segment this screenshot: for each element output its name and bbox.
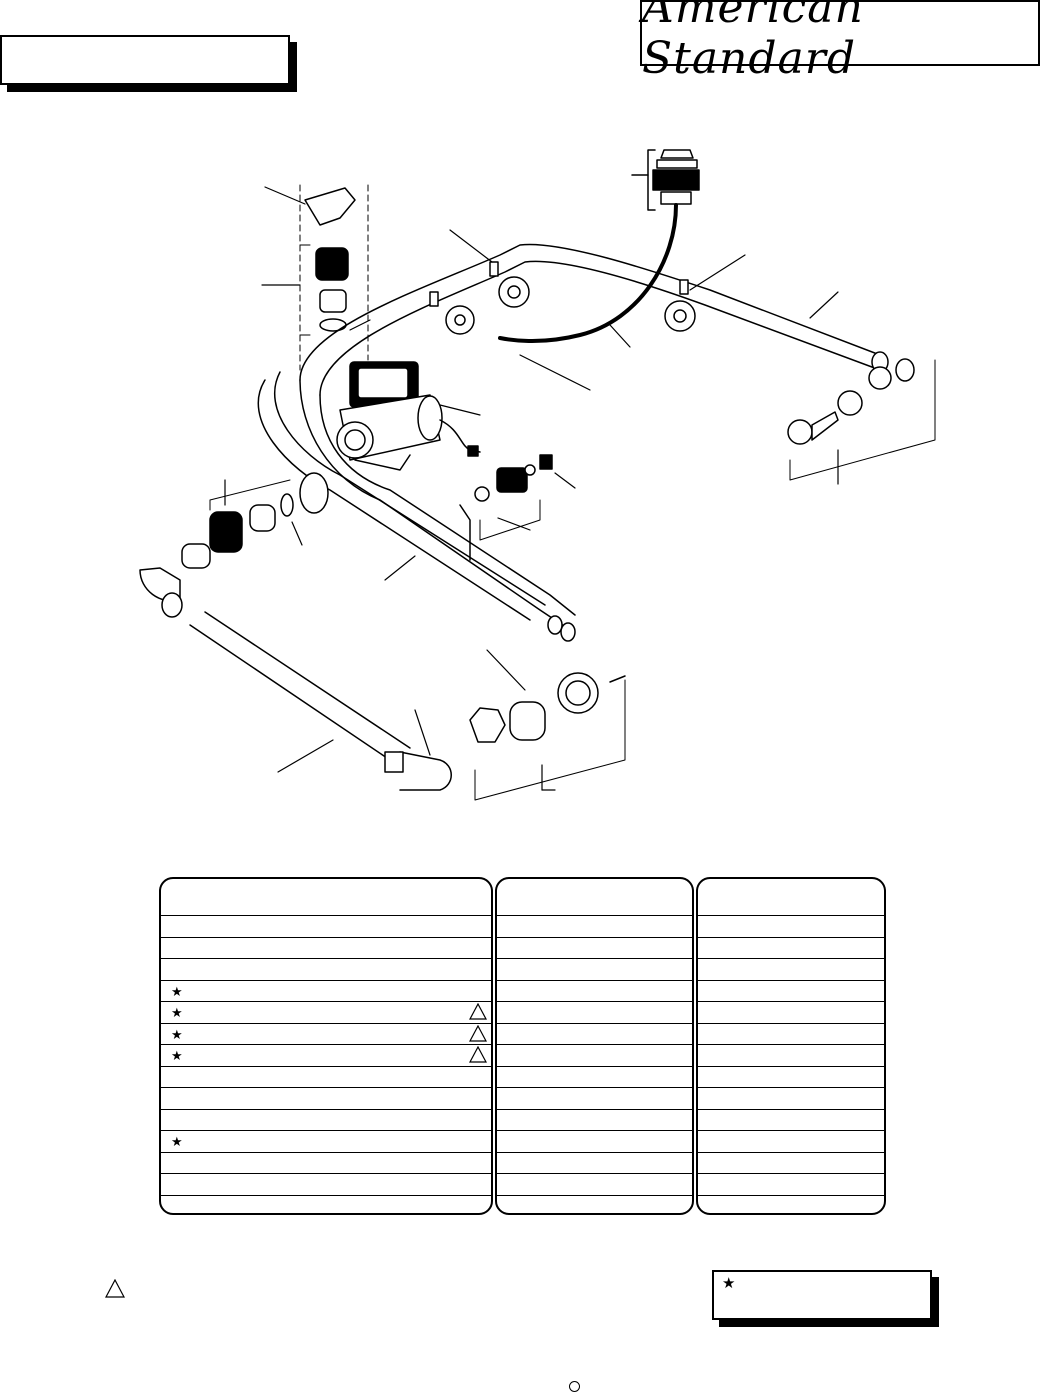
- callout-leaders: [224, 186, 839, 791]
- suction-hose: [189, 611, 452, 791]
- triangle-icon: [469, 1046, 487, 1063]
- triangle-icon: [469, 1024, 487, 1042]
- tube-manifold: [257, 243, 915, 642]
- tee-and-union: [304, 187, 356, 332]
- callout-brackets: [209, 184, 936, 801]
- star-icon: ★: [171, 1048, 183, 1063]
- parts-table-qty-column: [696, 877, 886, 1215]
- pump-motor: [336, 361, 481, 471]
- header-title-box: [0, 35, 290, 85]
- star-icon: ★: [171, 983, 183, 999]
- suction-fitting-assembly: [469, 672, 626, 743]
- star-icon: ★: [171, 1134, 183, 1149]
- parts-table-partno-column: [495, 877, 694, 1215]
- triangle-icon: [469, 1003, 487, 1020]
- parts-table-description-column: ★ ★ ★ ★ ★: [159, 877, 493, 1215]
- suction-fittings: [139, 472, 329, 618]
- star-legend-box: ★: [712, 1270, 932, 1320]
- jet-bodies: [429, 261, 696, 335]
- check-valve-fittings: [459, 454, 553, 561]
- triangle-icon: [105, 1279, 125, 1298]
- jet-assembly-right: [787, 366, 892, 445]
- air-control-button: [498, 149, 700, 343]
- star-icon: ★: [171, 1026, 183, 1042]
- page-marker-circle: [569, 1381, 580, 1392]
- exploded-parts-diagram: [139, 149, 936, 801]
- star-icon: ★: [722, 1275, 736, 1292]
- star-icon: ★: [171, 1005, 183, 1020]
